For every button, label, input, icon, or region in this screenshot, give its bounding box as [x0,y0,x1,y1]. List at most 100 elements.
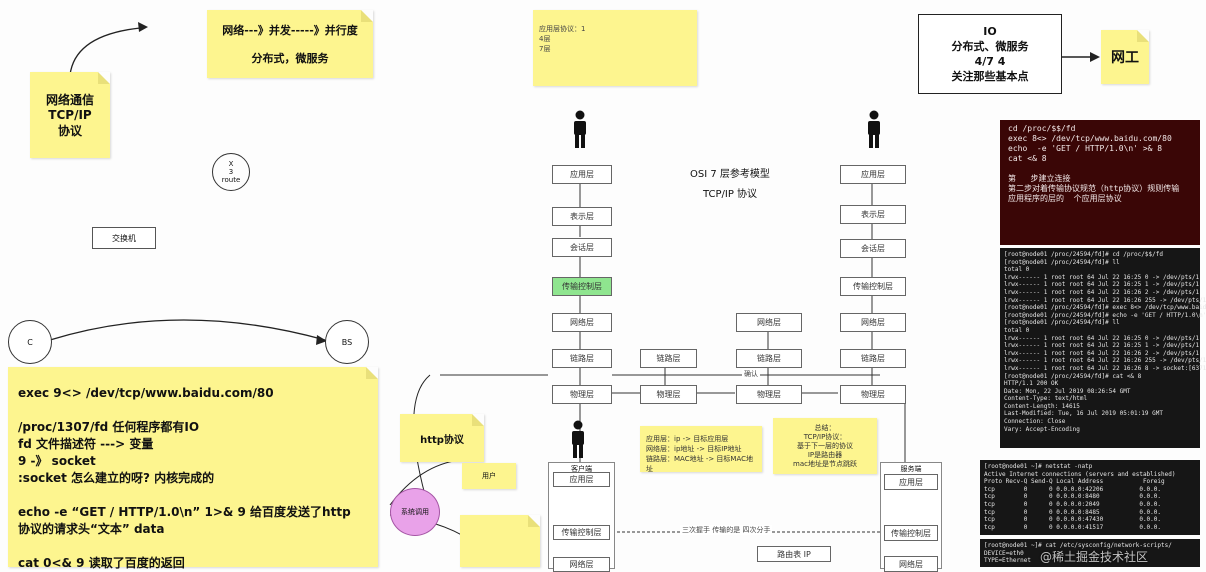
text-line: Content-Type: text/html [1004,395,1088,403]
text-line: echo -e “GET / HTTP/1.0\n” 1>& 9 给百度发送了h… [18,505,351,519]
right-layer-application[interactable]: 应用层 [840,165,906,184]
system-call-node[interactable]: 系统调用 [390,488,440,536]
text-line: Last-Modified: Tue, 16 Jul 2019 05:01:19… [1004,410,1163,418]
lower-left-transport[interactable]: 传输控制层 [553,525,610,540]
text-line [18,487,368,504]
text-line: 9 -》 socket [18,454,96,468]
text-line: tcp 0 0 0.0.0.0:41517 0.0.0. [984,523,1162,531]
text-line: tcp 0 0 0.0.0.0:8480 0.0.0. [984,493,1162,501]
text-line: exec 8<> /dev/tcp/www.baidu.com/80 [1008,134,1172,143]
layer-label: 链路层 [861,354,885,363]
mid2-layer-network[interactable]: 网络层 [736,313,802,332]
layers-note-line: 7层 [539,45,551,53]
text-line: Date: Mon, 22 Jul 2019 08:26:54 GMT [1004,387,1131,395]
summary-line: 总结： [814,423,836,432]
right-layer-session[interactable]: 会话层 [840,239,906,258]
sticky-network-communication: 网络通信 TCP/IP 协议 [30,72,110,158]
curve-c-to-bs [49,319,326,341]
left-layer-physical[interactable]: 物理层 [552,385,612,404]
io-line: 分布式、微服务 [951,40,1029,53]
text-line: DEVICE=eth0 [984,549,1024,557]
left-layer-presentation[interactable]: 表示层 [552,207,612,226]
text-line: [root@node01 ~]# netstat -natp [984,463,1093,470]
layer-label: 链路层 [656,354,681,363]
text-line: exec 9<> /dev/tcp/www.baidu.com/80 [18,386,274,400]
text-line: lrwx------ 1 root root 64 Jul 22 16:25 0… [1004,334,1200,342]
lower-right-network[interactable]: 网络层 [884,556,938,572]
mapping-line: 链路层：MAC地址 -> 目标MAC地址 [646,455,754,473]
layer-label: 物理层 [757,390,781,399]
sticky-line: TCP/IP [48,108,92,122]
right-layer-network[interactable]: 网络层 [840,313,906,332]
osi-label-line: OSI 7 层参考模型 [690,169,770,180]
text-line: [root@node01 /proc/24594/fd]# echo -e 'G… [1004,311,1206,319]
lower-left-application[interactable]: 应用层 [553,472,610,487]
io-box[interactable]: IO 分布式、微服务 4/7 4 关注那些基本点 [918,14,1062,94]
right-layer-link[interactable]: 链路层 [840,349,906,368]
node-c[interactable]: C [8,320,52,364]
text-line: HTTP/1.1 200 OK [1004,380,1059,388]
summary-line: 基于下一层的协议 [797,441,853,450]
sticky-http-protocol: http协议 [400,414,484,462]
text-line: tcp 0 0 0.0.0.0:47430 0.0.0. [984,516,1162,524]
mid2-layer-physical[interactable]: 物理层 [736,385,802,404]
layer-label: 网络层 [861,318,885,327]
io-line: 4/7 4 [974,55,1006,68]
text-line: lrwx------ 1 root root 64 Jul 22 16:25 1… [1004,342,1200,350]
layer-label: 物理层 [570,390,594,399]
layer-label: 应用层 [899,477,923,487]
handshake-text: 三次握手 传输的是 四次分手 [682,526,771,534]
user-label: 用户 [482,472,496,480]
left-layer-network[interactable]: 网络层 [552,313,612,332]
layer-label: 物理层 [656,390,681,399]
mapping-line: 应用层：ip -> 目标应用层 [646,435,729,443]
router-node[interactable]: X 3 route [212,153,250,191]
mid1-layer-link[interactable]: 链路层 [640,349,697,368]
sticky-line: 协议 [57,124,82,138]
text-line: tcp 0 0 0.0.0.0:2049 0.0.0. [984,500,1162,508]
text-line [18,538,368,555]
layer-label: 网络层 [569,560,594,569]
text-line: 应用程序的层的 个应用层协议 [1008,194,1122,203]
sticky-net-worker: 网工 [1101,30,1149,84]
layer-label: 链路层 [570,354,594,363]
text-line: lrwx------ 1 root root 64 Jul 22 16:25 0… [1004,273,1200,281]
text-line [18,402,368,419]
text-line: /proc/1307/fd 任何程序都有IO [18,420,200,434]
sticky-line: 网络通信 [45,93,94,107]
text-line: total 0 [1004,326,1030,334]
layer-label: 表示层 [861,210,885,219]
lower-left-network[interactable]: 网络层 [553,557,610,572]
right-layer-presentation[interactable]: 表示层 [840,205,906,224]
switch-box[interactable]: 交换机 [92,227,156,249]
layer-label: 应用层 [569,475,594,484]
watermark-text: @稀土掘金技术社区 [1040,550,1149,564]
left-layer-application[interactable]: 应用层 [552,165,612,184]
text-line: cd /proc/$$/fd [1008,124,1076,133]
sticky-exec-notes: exec 9<> /dev/tcp/www.baidu.com/80 /proc… [8,367,378,570]
left-layer-link[interactable]: 链路层 [552,349,612,368]
arrow-head [138,22,148,32]
lower-right-application[interactable]: 应用层 [884,474,938,490]
text-line: cat <& 8 [1008,154,1047,163]
handshake-label: 三次握手 传输的是 四次分手 [680,525,773,535]
left-layer-session[interactable]: 会话层 [552,238,612,257]
right-layer-physical[interactable]: 物理层 [840,385,906,404]
layer-label: 物理层 [861,390,885,399]
mid2-layer-link[interactable]: 链路层 [736,349,802,368]
node-bs[interactable]: BS [325,320,369,364]
mid1-layer-physical[interactable]: 物理层 [640,385,697,404]
lower-right-transport[interactable]: 传输控制层 [884,525,938,541]
left-layer-transport[interactable]: 传输控制层 [552,277,612,296]
net-worker-label: 网工 [1111,50,1139,66]
text-line: [root@node01 ~]# cat /etc/sysconfig/netw… [984,542,1172,549]
router-line: 3 [228,168,234,176]
text-line: tcp 0 0 0.0.0.0:8485 0.0.0. [984,508,1162,516]
routing-table-box[interactable]: 路由表 IP [757,546,831,562]
text-line: lrwx------ 1 root root 64 Jul 22 16:26 2… [1004,357,1206,365]
right-layer-transport[interactable]: 传输控制层 [840,277,906,296]
mapping-line: 网络层：ip地址 -> 目标IP地址 [646,445,742,453]
sticky-line: 分布式，微服务 [251,52,329,65]
